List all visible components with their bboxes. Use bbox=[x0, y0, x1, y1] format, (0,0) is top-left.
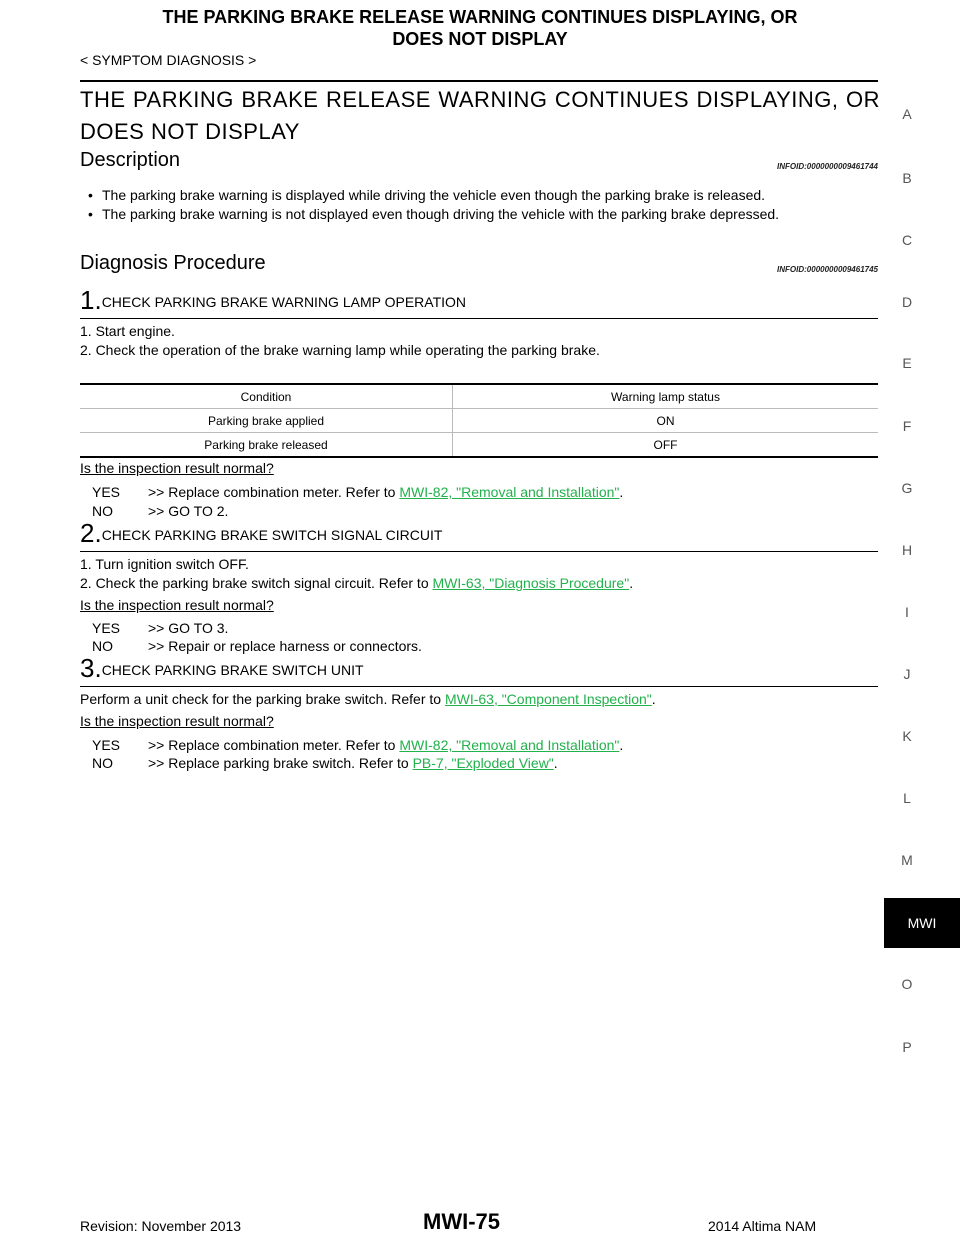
yes-text: >> GO TO 3. bbox=[148, 620, 229, 636]
removal-installation-link[interactable]: MWI-82, "Removal and Installation" bbox=[399, 484, 620, 500]
bullet-item: The parking brake warning is displayed w… bbox=[88, 186, 878, 205]
description-bullets: The parking brake warning is displayed w… bbox=[88, 186, 878, 224]
period: . bbox=[553, 755, 558, 771]
diagnosis-infoid: INFOID:0000000009461745 bbox=[777, 265, 878, 274]
page-header-line2: DOES NOT DISPLAY bbox=[392, 29, 568, 49]
step-2-title: 2.CHECK PARKING BRAKE SWITCH SIGNAL CIRC… bbox=[80, 518, 442, 549]
page-number: MWI-75 bbox=[423, 1209, 500, 1234]
index-letter[interactable]: G bbox=[901, 480, 913, 496]
index-letter[interactable]: P bbox=[902, 1039, 912, 1055]
page-header: THE PARKING BRAKE RELEASE WARNING CONTIN… bbox=[80, 6, 880, 50]
step-3-title: 3.CHECK PARKING BRAKE SWITCH UNIT bbox=[80, 653, 364, 684]
period: . bbox=[619, 737, 624, 753]
table-header-row: Condition Warning lamp status bbox=[80, 384, 878, 409]
page-header-line1: THE PARKING BRAKE RELEASE WARNING CONTIN… bbox=[162, 7, 798, 27]
index-letter[interactable]: D bbox=[901, 294, 913, 310]
step-1-question: Is the inspection result normal? bbox=[80, 460, 274, 476]
step-divider bbox=[80, 318, 878, 319]
step-1-instruction-1: 1. Start engine. bbox=[80, 323, 175, 339]
component-inspection-link[interactable]: MWI-63, "Component Inspection" bbox=[444, 691, 652, 707]
index-letter[interactable]: I bbox=[905, 604, 909, 620]
column-header-lamp-status: Warning lamp status bbox=[611, 389, 720, 404]
step-title-text: CHECK PARKING BRAKE WARNING LAMP OPERATI… bbox=[101, 294, 467, 310]
diagnosis-procedure-link[interactable]: MWI-63, "Diagnosis Procedure" bbox=[432, 575, 630, 591]
index-letter[interactable]: L bbox=[903, 790, 911, 806]
table-cell: OFF bbox=[653, 437, 678, 452]
period: . bbox=[651, 691, 656, 707]
exploded-view-link[interactable]: PB-7, "Exploded View" bbox=[412, 755, 554, 771]
table-row: Parking brake applied ON bbox=[80, 408, 878, 433]
diagnosis-heading: Diagnosis Procedure bbox=[80, 252, 266, 274]
bullet-item: The parking brake warning is not display… bbox=[88, 205, 878, 224]
step-1-title: 1.CHECK PARKING BRAKE WARNING LAMP OPERA… bbox=[80, 285, 466, 316]
model-label: 2014 Altima NAM bbox=[708, 1218, 817, 1234]
step-3-yes-answer: YES >> Replace combination meter. Refer t… bbox=[92, 737, 623, 753]
index-letter[interactable]: J bbox=[903, 666, 911, 682]
index-letter[interactable]: B bbox=[902, 170, 912, 186]
yes-text: >> Replace combination meter. Refer to bbox=[148, 484, 400, 500]
yes-text: >> Replace combination meter. Refer to bbox=[148, 737, 400, 753]
yes-label: YES bbox=[92, 484, 121, 500]
step-1-yes-answer: YES >> Replace combination meter. Refer t… bbox=[92, 484, 623, 500]
removal-installation-link[interactable]: MWI-82, "Removal and Installation" bbox=[399, 737, 620, 753]
step-2-question: Is the inspection result normal? bbox=[80, 597, 274, 613]
step-number: 2. bbox=[80, 518, 102, 548]
step-1-instruction-2: 2. Check the operation of the brake warn… bbox=[80, 342, 600, 358]
period: . bbox=[619, 484, 624, 500]
revision-date: Revision: November 2013 bbox=[80, 1218, 242, 1234]
no-text: >> Repair or replace harness or connecto… bbox=[148, 638, 422, 654]
column-header-condition: Condition bbox=[80, 384, 453, 409]
yes-label: YES bbox=[92, 620, 121, 636]
step-2-instruction-1: 1. Turn ignition switch OFF. bbox=[80, 556, 249, 572]
page-title: THE PARKING BRAKE RELEASE WARNING CONTIN… bbox=[80, 87, 880, 144]
step-number: 3. bbox=[80, 653, 102, 683]
table-cell: Parking brake applied bbox=[80, 408, 453, 433]
step-2-instruction-2: 2. Check the parking brake switch signal… bbox=[80, 575, 633, 591]
step-2-yes-answer: YES >> GO TO 3. bbox=[92, 620, 228, 636]
index-letter[interactable]: A bbox=[902, 106, 912, 122]
section-breadcrumb: < SYMPTOM DIAGNOSIS > bbox=[80, 52, 257, 68]
period: . bbox=[629, 575, 634, 591]
no-text: >> Replace parking brake switch. Refer t… bbox=[148, 755, 413, 771]
current-section-tab[interactable]: MWI bbox=[884, 898, 960, 948]
index-letter[interactable]: K bbox=[902, 728, 912, 744]
index-letter[interactable]: M bbox=[901, 852, 913, 868]
step-3-no-answer: NO >> Replace parking brake switch. Refer… bbox=[92, 755, 558, 771]
header-divider bbox=[80, 80, 878, 82]
index-letter[interactable]: O bbox=[901, 976, 913, 992]
index-letter[interactable]: F bbox=[902, 418, 912, 434]
step-title-text: CHECK PARKING BRAKE SWITCH SIGNAL CIRCUI… bbox=[101, 527, 443, 543]
instruction-text: 2. Check the parking brake switch signal… bbox=[80, 575, 433, 591]
description-infoid: INFOID:0000000009461744 bbox=[777, 162, 878, 171]
index-letter[interactable]: H bbox=[901, 542, 913, 558]
instruction-text: Perform a unit check for the parking bra… bbox=[80, 691, 445, 707]
step-3-instruction: Perform a unit check for the parking bra… bbox=[80, 691, 656, 707]
condition-table: Condition Warning lamp status Parking br… bbox=[80, 383, 878, 458]
step-divider bbox=[80, 551, 878, 552]
no-text: >> GO TO 2. bbox=[148, 503, 229, 519]
step-3-question: Is the inspection result normal? bbox=[80, 713, 274, 729]
no-label: NO bbox=[92, 503, 113, 519]
step-title-text: CHECK PARKING BRAKE SWITCH UNIT bbox=[101, 662, 364, 678]
table-cell: ON bbox=[656, 413, 675, 428]
yes-label: YES bbox=[92, 737, 121, 753]
table-cell: Parking brake released bbox=[80, 432, 453, 457]
table-row: Parking brake released OFF bbox=[80, 432, 878, 457]
step-number: 1. bbox=[80, 285, 102, 315]
no-label: NO bbox=[92, 638, 113, 654]
index-letter[interactable]: E bbox=[902, 355, 912, 371]
no-label: NO bbox=[92, 755, 113, 771]
step-2-no-answer: NO >> Repair or replace harness or connec… bbox=[92, 638, 422, 654]
step-divider bbox=[80, 686, 878, 687]
index-letter[interactable]: C bbox=[901, 232, 913, 248]
step-1-no-answer: NO >> GO TO 2. bbox=[92, 503, 228, 519]
description-heading: Description bbox=[80, 149, 181, 171]
